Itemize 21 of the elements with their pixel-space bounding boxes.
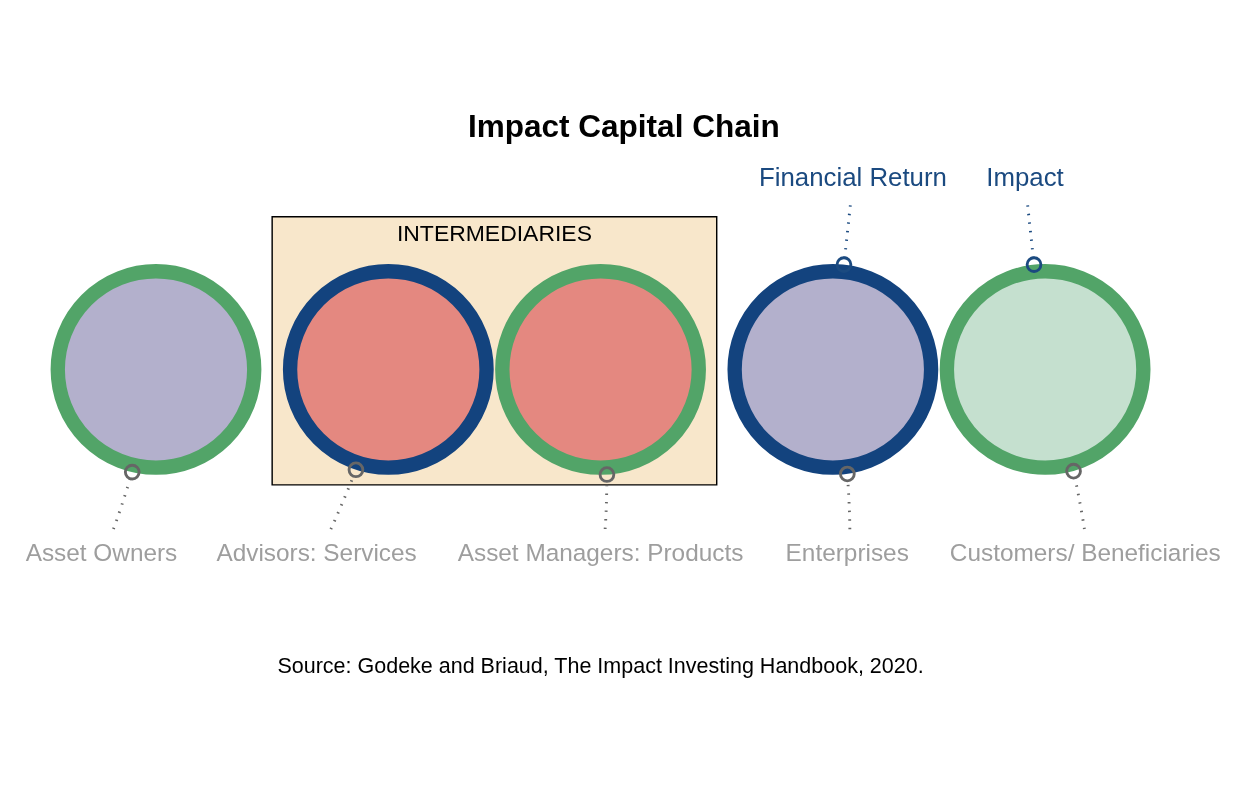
connector: [839, 465, 856, 529]
node-text: Customers/ Beneficiaries: [949, 538, 1221, 566]
node-text: Asset Owners: [25, 538, 178, 566]
node-circle: [939, 263, 1151, 475]
node-circle: [282, 263, 494, 475]
diagram-title: Impact Capital Chain: [467, 107, 780, 144]
node-text: Impact: [986, 162, 1064, 191]
connector: [1065, 462, 1086, 529]
node-text: Asset Managers: Products: [457, 538, 744, 566]
connector: [112, 463, 141, 529]
node-text: Financial Return: [759, 162, 947, 191]
caption: Source: Godeke and Briaud, The Impact Investing Handbook, 2020.: [277, 653, 924, 678]
node-text: Enterprises: [785, 538, 909, 566]
node-circle: [50, 263, 262, 475]
node-circle: [495, 263, 706, 475]
connector: [835, 204, 853, 273]
node-text: Advisors: Services: [216, 538, 417, 566]
connector: [329, 460, 365, 530]
node-circle: [727, 263, 939, 475]
connector: [1025, 204, 1043, 273]
connector: [598, 465, 616, 529]
